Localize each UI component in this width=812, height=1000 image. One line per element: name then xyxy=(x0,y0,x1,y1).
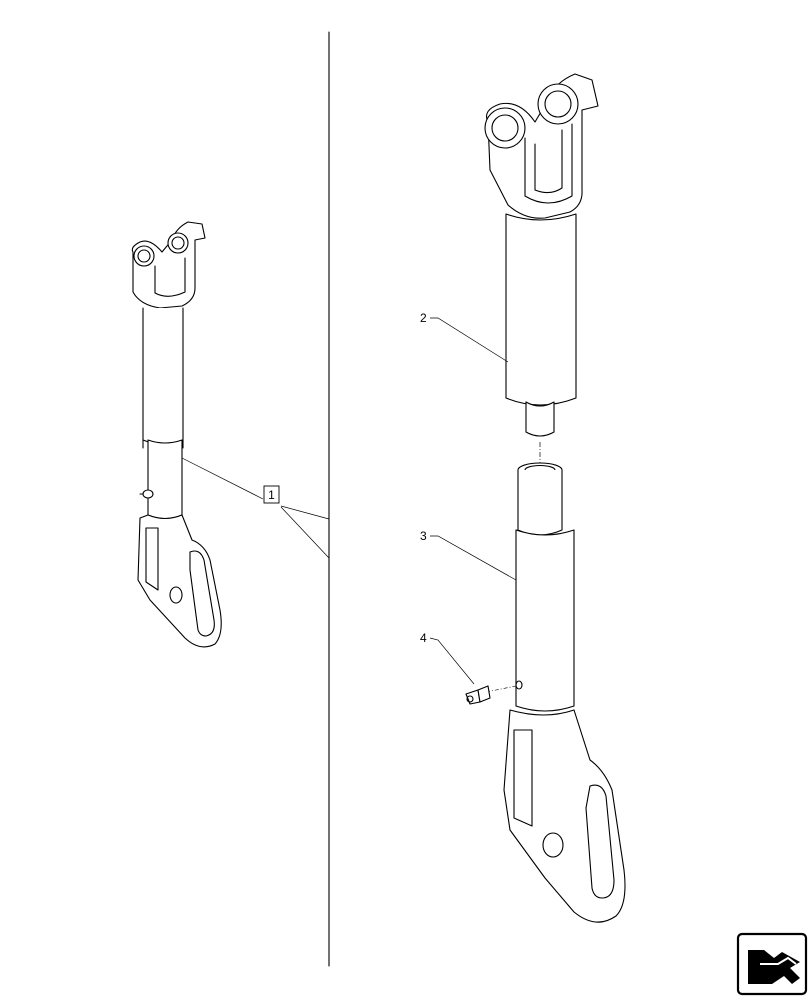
callout-1-label: 1 xyxy=(268,488,275,502)
callout-1-box xyxy=(263,485,280,504)
part-2-upper-tube-with-clevis xyxy=(484,73,599,437)
overview-top-link-assembly xyxy=(131,221,222,648)
callout-2: 2 xyxy=(420,311,509,363)
callout-3-label: 3 xyxy=(420,529,427,543)
callout-1: 1 xyxy=(181,457,330,559)
callout-3: 3 xyxy=(420,529,517,581)
next-page-arrow-icon[interactable] xyxy=(736,932,808,996)
part-3-lower-rod-with-clevis xyxy=(503,462,626,923)
part-4-grease-nipple xyxy=(465,685,517,705)
callout-2-label: 2 xyxy=(420,311,427,325)
callout-4-label: 4 xyxy=(420,631,427,645)
callout-4: 4 xyxy=(420,631,475,685)
